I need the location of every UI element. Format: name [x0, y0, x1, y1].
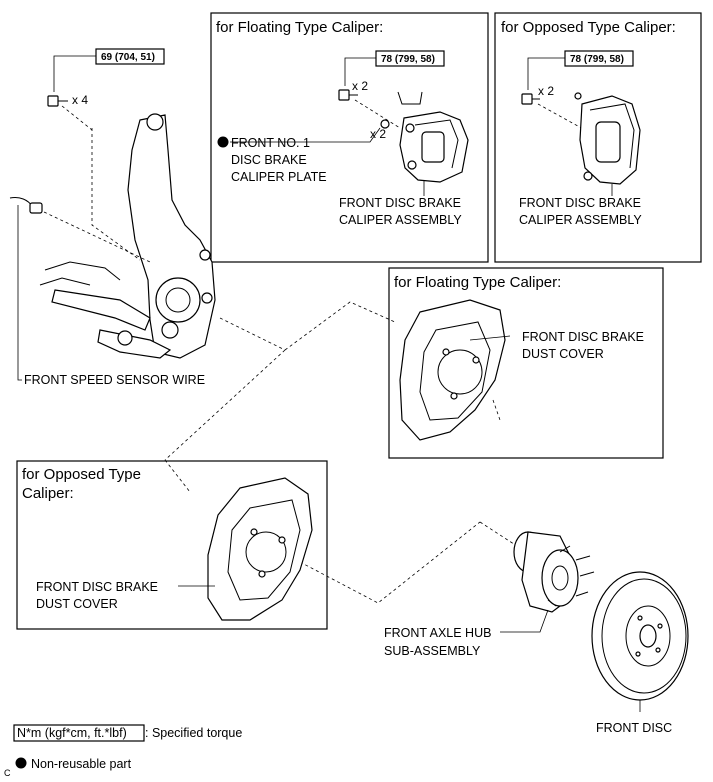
opposed-caliper-torque: 78 (799, 58) [570, 54, 624, 65]
floating-caliper-torque-box [375, 50, 445, 67]
floating-caliper-label-1: FRONT DISC BRAKE [339, 196, 461, 210]
opposed-dust-cover-header: for Opposed Type [22, 466, 141, 483]
floating-dust-cover-label-1: FRONT DISC BRAKE [522, 330, 644, 344]
plate-label-1: FRONT NO. 1 [231, 136, 310, 150]
floating-caliper-torque: 78 (799, 58) [381, 54, 435, 65]
opposed-bolt-qty: x 2 [538, 84, 554, 98]
knuckle-torque: 69 (704, 51) [101, 52, 155, 63]
legend-torque-desc: : Specified torque [145, 726, 242, 740]
floating-bolt-qty: x 2 [352, 79, 368, 93]
floating-dust-cover-icon [399, 299, 506, 441]
legend-non-reusable-dot [15, 757, 27, 769]
axle-hub-icon [513, 531, 595, 613]
opposed-caliper-torque-box [564, 50, 634, 67]
legend-non-reusable: Non-reusable part [31, 757, 132, 771]
opposed-caliper-icon [574, 92, 641, 185]
opposed-bolt-icon [521, 93, 540, 105]
opposed-caliper-panel [494, 12, 702, 263]
axle-hub-label-2: SUB-ASSEMBLY [384, 644, 481, 658]
floating-dust-cover-panel [388, 267, 664, 459]
floating-caliper-label-2: CALIPER ASSEMBLY [339, 213, 462, 227]
opposed-dust-cover-label-1: FRONT DISC BRAKE [36, 580, 158, 594]
floating-caliper-icon [397, 91, 469, 183]
non-reusable-marker [217, 136, 229, 148]
opposed-dust-cover-label-2: DUST COVER [36, 597, 118, 611]
corner-mark: C [4, 768, 11, 778]
caliper-bolt-icon [338, 89, 358, 101]
plate-label-2: DISC BRAKE [231, 153, 307, 167]
speed-sensor-icon [9, 197, 43, 214]
caliper-plate-washer-icon [380, 119, 390, 129]
legend-torque-units: N*m (kgf*cm, ft.*lbf) [17, 726, 127, 740]
opposed-caliper-label-1: FRONT DISC BRAKE [519, 196, 641, 210]
knuckle-bolt-qty: x 4 [72, 93, 88, 107]
axle-hub-label-1: FRONT AXLE HUB [384, 626, 491, 640]
knuckle-torque-box [95, 48, 165, 65]
floating-plate-qty: x 2 [370, 127, 386, 141]
opposed-dust-cover-panel [16, 460, 328, 630]
floating-dust-cover-header: for Floating Type Caliper: [394, 274, 561, 291]
floating-dust-cover-label-2: DUST COVER [522, 347, 604, 361]
knuckle-bolt-icon [47, 95, 68, 107]
front-disc-label: FRONT DISC [596, 721, 672, 735]
floating-caliper-panel [210, 12, 489, 263]
opposed-caliper-label-2: CALIPER ASSEMBLY [519, 213, 642, 227]
steering-knuckle-icon [39, 113, 216, 359]
floating-caliper-header: for Floating Type Caliper: [216, 19, 383, 36]
opposed-dust-cover-header-2: Caliper: [22, 485, 74, 502]
legend-torque-box [13, 724, 145, 742]
speed-sensor-label: FRONT SPEED SENSOR WIRE [24, 373, 205, 387]
opposed-caliper-header: for Opposed Type Caliper: [501, 19, 676, 36]
front-disc-icon [591, 571, 689, 701]
plate-label-3: CALIPER PLATE [231, 170, 327, 184]
opposed-dust-cover-icon [207, 477, 313, 621]
